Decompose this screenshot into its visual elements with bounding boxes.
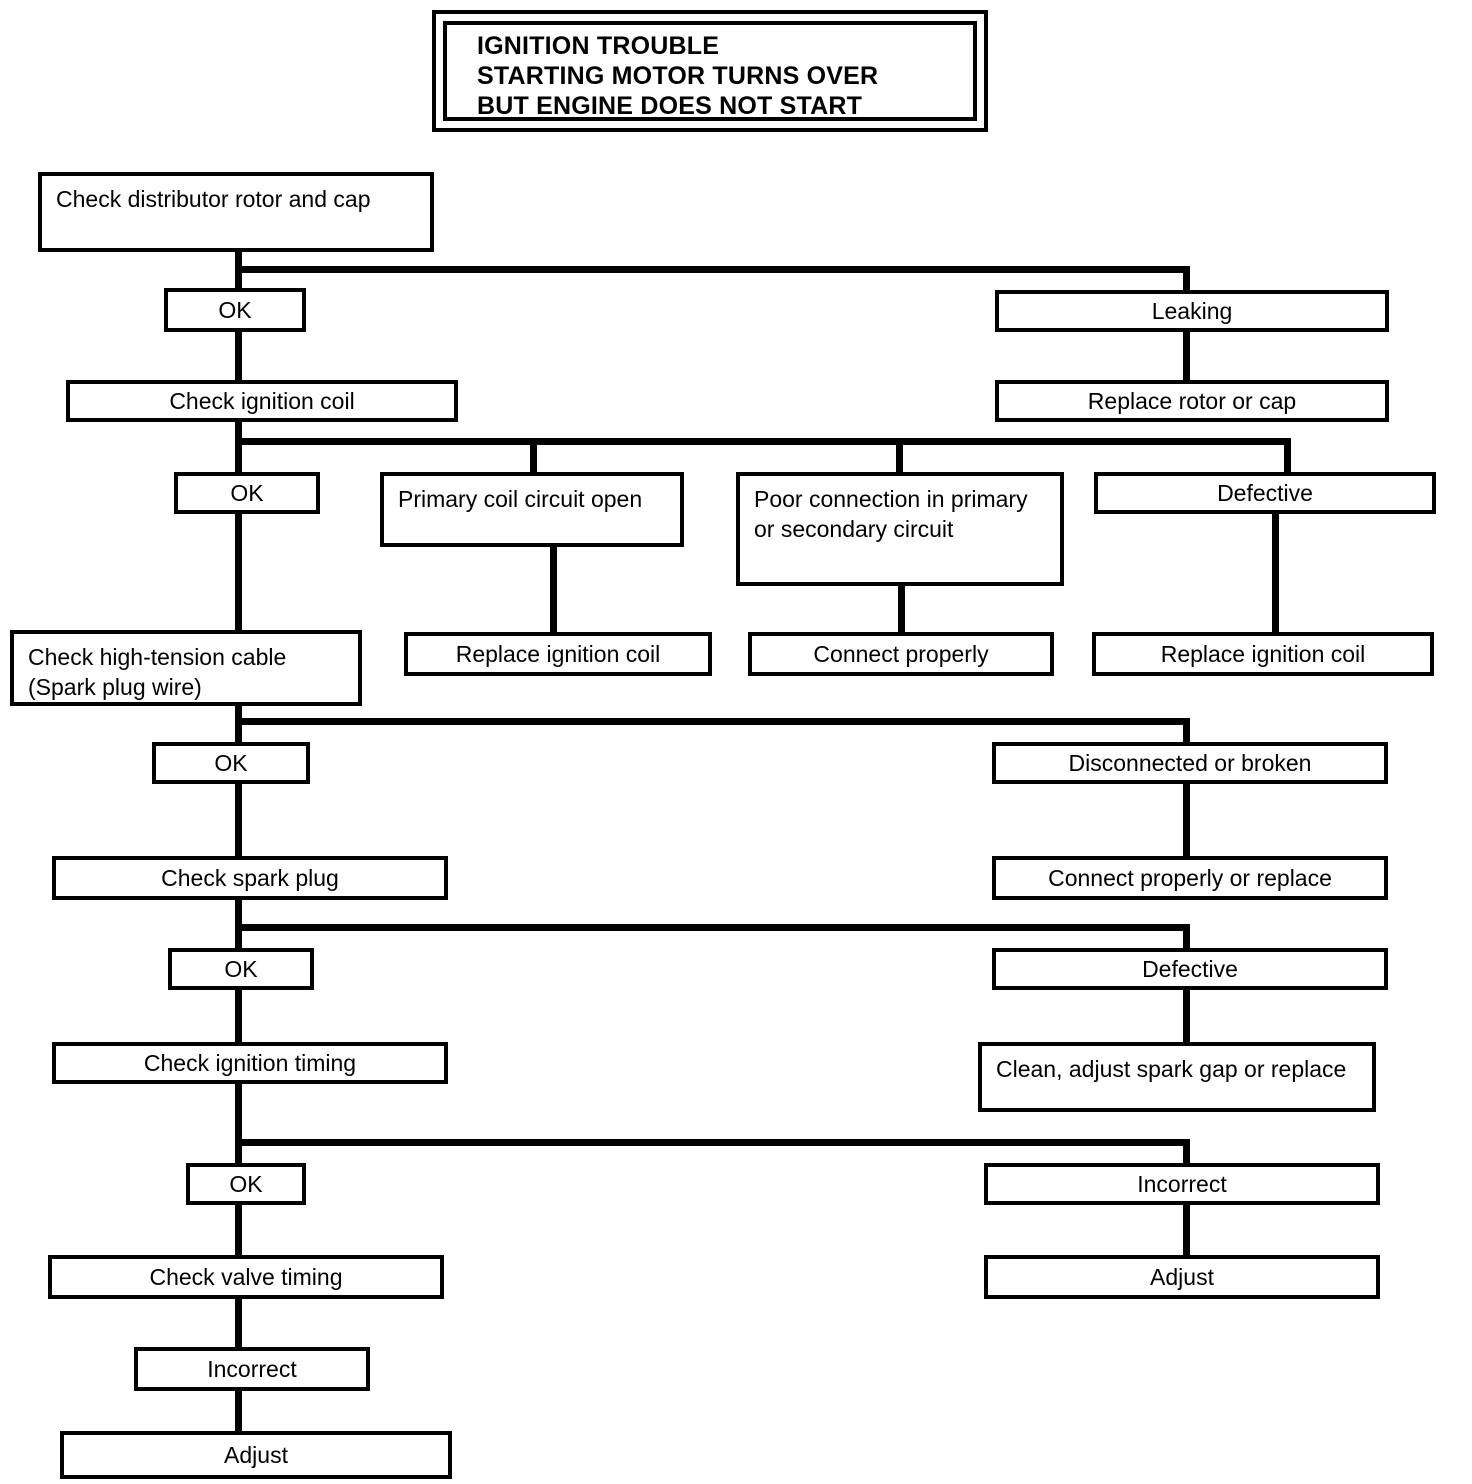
node-label: Defective bbox=[1217, 480, 1313, 506]
node-label: OK bbox=[230, 480, 264, 506]
node-poor-connection[interactable]: Poor connection in primary or secondary … bbox=[736, 472, 1064, 586]
node-label: Check valve timing bbox=[149, 1264, 343, 1290]
connector-h-cable-branch bbox=[235, 718, 1190, 725]
connector-v-leaking-to-replace bbox=[1183, 330, 1190, 382]
node-label: Check spark plug bbox=[161, 865, 339, 891]
node-label: Replace ignition coil bbox=[455, 641, 661, 667]
node-check-spark-plug[interactable]: Check spark plug bbox=[52, 856, 448, 900]
node-ok-2[interactable]: OK bbox=[174, 472, 320, 514]
connector-v-incorrect-to-adjust-timing bbox=[1183, 1205, 1190, 1257]
connector-v-to-disconnected bbox=[1183, 718, 1190, 746]
connector-v-rotor-down bbox=[235, 250, 242, 312]
node-label: Primary coil circuit open bbox=[398, 486, 643, 512]
connector-h-sparkplug-branch bbox=[235, 924, 1190, 931]
connector-v-defectiveplug-to-clean bbox=[1183, 990, 1190, 1042]
node-ok-3[interactable]: OK bbox=[152, 742, 310, 784]
node-label: Check distributor rotor and cap bbox=[56, 186, 371, 212]
connector-v-ok4-to-ignition-timing bbox=[235, 990, 242, 1042]
node-label: Replace ignition coil bbox=[1160, 641, 1366, 667]
node-check-ignition-timing[interactable]: Check ignition timing bbox=[52, 1042, 448, 1084]
node-check-high-tension-cable[interactable]: Check high-tension cable (Spark plug wir… bbox=[10, 630, 362, 706]
node-label: OK bbox=[214, 750, 248, 776]
chart-title-inner-box: IGNITION TROUBLE STARTING MOTOR TURNS OV… bbox=[443, 21, 977, 121]
connector-v-ok5-to-valvetiming bbox=[235, 1205, 242, 1257]
node-ok-5[interactable]: OK bbox=[186, 1163, 306, 1205]
connector-v-to-defective-plug bbox=[1183, 924, 1190, 952]
node-adjust-valve-timing[interactable]: Adjust bbox=[60, 1431, 452, 1479]
connector-v-ok2-to-cable bbox=[235, 512, 242, 632]
node-leaking[interactable]: Leaking bbox=[995, 290, 1389, 332]
node-check-distributor-rotor-and-cap[interactable]: Check distributor rotor and cap bbox=[38, 172, 434, 252]
node-label: Replace rotor or cap bbox=[1087, 388, 1297, 414]
chart-title-line-1: IGNITION TROUBLE bbox=[477, 32, 720, 60]
node-label: Connect properly or replace bbox=[1048, 865, 1332, 891]
node-label: Adjust bbox=[1150, 1264, 1214, 1290]
node-replace-rotor-or-cap[interactable]: Replace rotor or cap bbox=[995, 380, 1389, 422]
connector-v-poor-connection-to-connect bbox=[898, 584, 905, 636]
node-check-valve-timing[interactable]: Check valve timing bbox=[48, 1255, 444, 1299]
connector-v-disconnected-to-connect bbox=[1183, 784, 1190, 858]
node-connect-properly-or-replace[interactable]: Connect properly or replace bbox=[992, 856, 1388, 900]
node-incorrect-valve-timing[interactable]: Incorrect bbox=[134, 1347, 370, 1391]
connector-v-ok1-to-coil bbox=[235, 330, 242, 382]
connector-h-ignitiontiming-branch bbox=[235, 1139, 1190, 1146]
node-label: Connect properly bbox=[813, 641, 989, 667]
node-label: Incorrect bbox=[1137, 1171, 1227, 1197]
node-label: Poor connection in primary or secondary … bbox=[754, 486, 1028, 542]
connector-v-to-poor-connection bbox=[896, 438, 903, 474]
node-label: OK bbox=[224, 956, 258, 982]
connector-v-coil-down bbox=[235, 420, 242, 480]
node-label: Check ignition timing bbox=[143, 1050, 357, 1076]
connector-v-cable-down bbox=[235, 702, 242, 764]
node-replace-ignition-coil-2[interactable]: Replace ignition coil bbox=[1092, 632, 1434, 676]
connector-v-valvetiming-to-incorrect bbox=[235, 1297, 242, 1349]
node-label: Clean, adjust spark gap or replace bbox=[996, 1056, 1347, 1082]
connector-v-ok3-to-sparkplug bbox=[235, 784, 242, 858]
node-ok-1[interactable]: OK bbox=[164, 288, 306, 332]
node-label: Check high-tension cable (Spark plug wir… bbox=[28, 644, 287, 700]
connector-v-to-leaking bbox=[1183, 266, 1190, 292]
node-disconnected-or-broken[interactable]: Disconnected or broken bbox=[992, 742, 1388, 784]
node-adjust-ignition-timing[interactable]: Adjust bbox=[984, 1255, 1380, 1299]
node-label: Disconnected or broken bbox=[1068, 750, 1312, 776]
connector-v-ignitiontiming-down bbox=[235, 1084, 242, 1168]
node-primary-coil-circuit-open[interactable]: Primary coil circuit open bbox=[380, 472, 684, 547]
connector-v-defective-coil-to-replace bbox=[1272, 512, 1279, 636]
node-label: Check ignition coil bbox=[169, 388, 355, 414]
connector-v-incorrect-to-adjust-valve bbox=[235, 1389, 242, 1433]
connector-v-to-primary-open bbox=[530, 438, 537, 474]
node-defective-spark-plug[interactable]: Defective bbox=[992, 948, 1388, 990]
node-label: Adjust bbox=[224, 1442, 288, 1468]
node-check-ignition-coil[interactable]: Check ignition coil bbox=[66, 380, 458, 422]
node-label: OK bbox=[218, 297, 252, 323]
chart-title-box: IGNITION TROUBLE STARTING MOTOR TURNS OV… bbox=[432, 10, 988, 132]
node-incorrect-ignition-timing[interactable]: Incorrect bbox=[984, 1163, 1380, 1205]
node-defective-coil[interactable]: Defective bbox=[1094, 472, 1436, 514]
node-label: Defective bbox=[1142, 956, 1238, 982]
chart-title-line-3: BUT ENGINE DOES NOT START bbox=[477, 92, 863, 120]
connector-v-primary-open-to-replace bbox=[550, 545, 557, 635]
connector-h-rotor-branch bbox=[235, 266, 1190, 273]
node-ok-4[interactable]: OK bbox=[168, 948, 314, 990]
node-clean-adjust-spark-gap[interactable]: Clean, adjust spark gap or replace bbox=[978, 1042, 1376, 1112]
connector-v-to-incorrect-timing bbox=[1183, 1139, 1190, 1167]
node-label: Incorrect bbox=[207, 1356, 297, 1382]
connector-h-coil-branch bbox=[235, 438, 1291, 445]
node-connect-properly[interactable]: Connect properly bbox=[748, 632, 1054, 676]
node-replace-ignition-coil-1[interactable]: Replace ignition coil bbox=[404, 632, 712, 676]
chart-title-line-2: STARTING MOTOR TURNS OVER bbox=[477, 62, 879, 90]
node-label: OK bbox=[229, 1171, 263, 1197]
node-label: Leaking bbox=[1151, 298, 1233, 324]
connector-v-to-defective-coil bbox=[1284, 438, 1291, 474]
